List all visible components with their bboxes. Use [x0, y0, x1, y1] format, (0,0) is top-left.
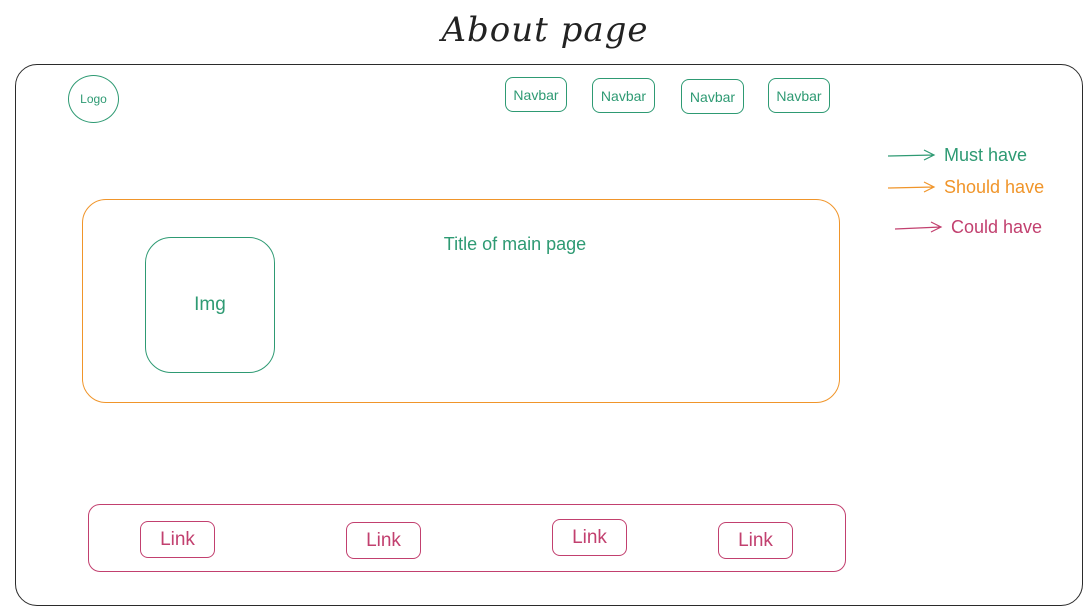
- legend-label: Should have: [944, 176, 1045, 197]
- arrow-right-icon: [887, 181, 936, 193]
- legend-should-have: Should have: [886, 176, 1044, 198]
- logo-label: Logo: [80, 92, 107, 106]
- legend-could-have: Could have: [893, 216, 1042, 238]
- nav-item-2[interactable]: Navbar: [592, 78, 655, 113]
- nav-item-label: Navbar: [689, 88, 736, 105]
- legend-label: Must have: [944, 144, 1028, 165]
- arrow-right-icon: [887, 149, 936, 161]
- nav-item-label: Navbar: [776, 87, 822, 104]
- nav-item-4[interactable]: Navbar: [768, 78, 830, 113]
- main-title: Title of main page: [443, 234, 587, 254]
- footer-link-1[interactable]: Link: [140, 521, 215, 558]
- nav-item-label: Navbar: [513, 86, 559, 103]
- footer-link-label: Link: [738, 529, 773, 551]
- arrow-right-icon: [894, 221, 943, 233]
- footer-section: [88, 504, 846, 572]
- footer-link-4[interactable]: Link: [718, 522, 793, 559]
- nav-item-3[interactable]: Navbar: [681, 79, 744, 114]
- footer-link-label: Link: [160, 528, 195, 550]
- image-placeholder: Img: [145, 237, 275, 373]
- footer-link-2[interactable]: Link: [346, 522, 421, 559]
- image-label: Img: [194, 294, 226, 315]
- page-frame: [15, 64, 1083, 606]
- footer-link-label: Link: [572, 526, 607, 548]
- footer-link-label: Link: [366, 529, 401, 551]
- nav-item-1[interactable]: Navbar: [505, 77, 567, 112]
- legend-must-have: Must have: [886, 144, 1027, 166]
- logo[interactable]: Logo: [68, 75, 119, 123]
- footer-link-3[interactable]: Link: [552, 519, 627, 556]
- nav-item-label: Navbar: [600, 87, 647, 104]
- main-section: [82, 199, 840, 403]
- legend-label: Could have: [951, 216, 1043, 237]
- page-title: About page: [441, 10, 649, 50]
